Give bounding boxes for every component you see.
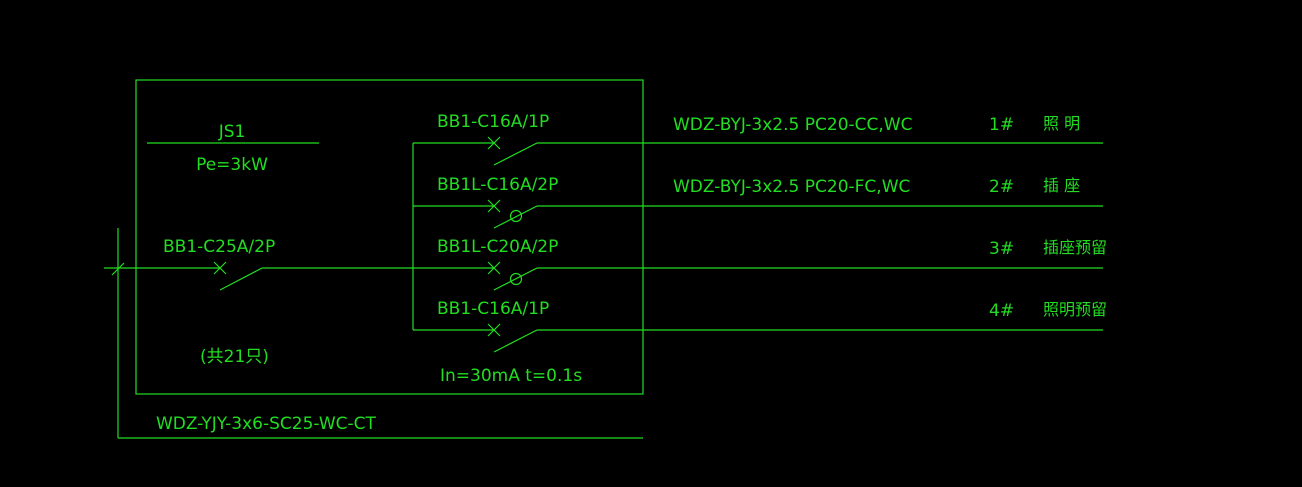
circuit-2-number: 2# [989,177,1014,197]
circuit-4-cross-b [487,323,501,337]
circuit-4-breaker: BB1-C16A/1P [437,299,549,319]
circuit-2: BB1L-C16A/2P WDZ-BYJ-3x2.5 PC20-FC,WC 2#… [413,175,1103,229]
circuit-2-breaker: BB1L-C16A/2P [437,175,558,195]
circuit-1-number: 1# [989,115,1014,135]
quantity-label: (共21只) [200,347,269,367]
circuit-4-use: 照明预留 [1043,300,1107,319]
circuit-4-number: 4# [989,301,1014,321]
circuit-3-use: 插座预留 [1043,238,1107,257]
circuit-4-contact [493,329,538,353]
circuit-1-cable: WDZ-BYJ-3x2.5 PC20-CC,WC [673,115,912,135]
circuit-3-cross-b [487,261,501,275]
circuit-2-rcd-circle [509,209,523,223]
incoming-cable-label: WDZ-YJY-3x6-SC25-WC-CT [156,414,377,434]
circuit-1-breaker: BB1-C16A/1P [437,112,549,132]
circuit-2-use: 插 座 [1043,176,1080,195]
feeder-tick-mark [111,262,125,276]
panel-power: Pe=3kW [196,155,268,175]
circuit-2-contact [493,205,538,229]
panel-enclosure [135,79,644,395]
circuit-4: BB1-C16A/1P 4# 照明预留 [413,299,1107,353]
circuit-3-rcd-circle [509,272,523,286]
main-breaker-label: BB1-C25A/2P [163,237,275,257]
circuit-3-contact [493,267,538,291]
circuit-2-cable: WDZ-BYJ-3x2.5 PC20-FC,WC [673,177,910,197]
circuit-1: BB1-C16A/1P WDZ-BYJ-3x2.5 PC20-CC,WC 1# … [413,112,1103,166]
main-breaker-cross-b [213,261,227,275]
circuit-3-breaker: BB1L-C20A/2P [437,237,558,257]
panel-name: JS1 [218,122,246,142]
circuit-3: BB1L-C20A/2P 3# 插座预留 [413,237,1107,291]
rcd-note: In=30mA t=0.1s [440,366,582,386]
main-breaker-contact [219,267,263,291]
circuit-1-cross-b [487,136,501,150]
circuit-1-contact [493,142,538,166]
circuit-2-cross-b [487,199,501,213]
circuit-3-number: 3# [989,239,1014,259]
circuit-1-use: 照 明 [1043,114,1080,133]
